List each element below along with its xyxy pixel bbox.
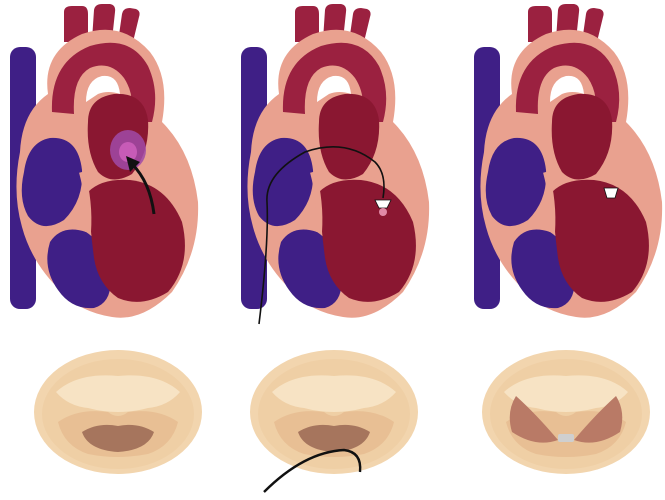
mitral-valve-top-view-icon (482, 350, 650, 474)
heart-panel-2 (241, 4, 429, 324)
mitral-valve-top-view-icon (34, 350, 202, 474)
heart-cross-section-icon (241, 4, 429, 318)
heart-cross-section-icon (474, 4, 662, 318)
mitral-valve-top-view-icon (250, 350, 418, 474)
clip-top-view-icon (558, 434, 574, 442)
heart-panel-3 (474, 4, 662, 318)
valve-view-1 (34, 350, 202, 474)
clip-tip-icon (379, 208, 387, 216)
heart-cross-section-icon (10, 4, 198, 318)
valve-view-2 (250, 350, 418, 492)
valve-view-3 (482, 350, 650, 474)
heart-panel-1 (10, 4, 198, 318)
